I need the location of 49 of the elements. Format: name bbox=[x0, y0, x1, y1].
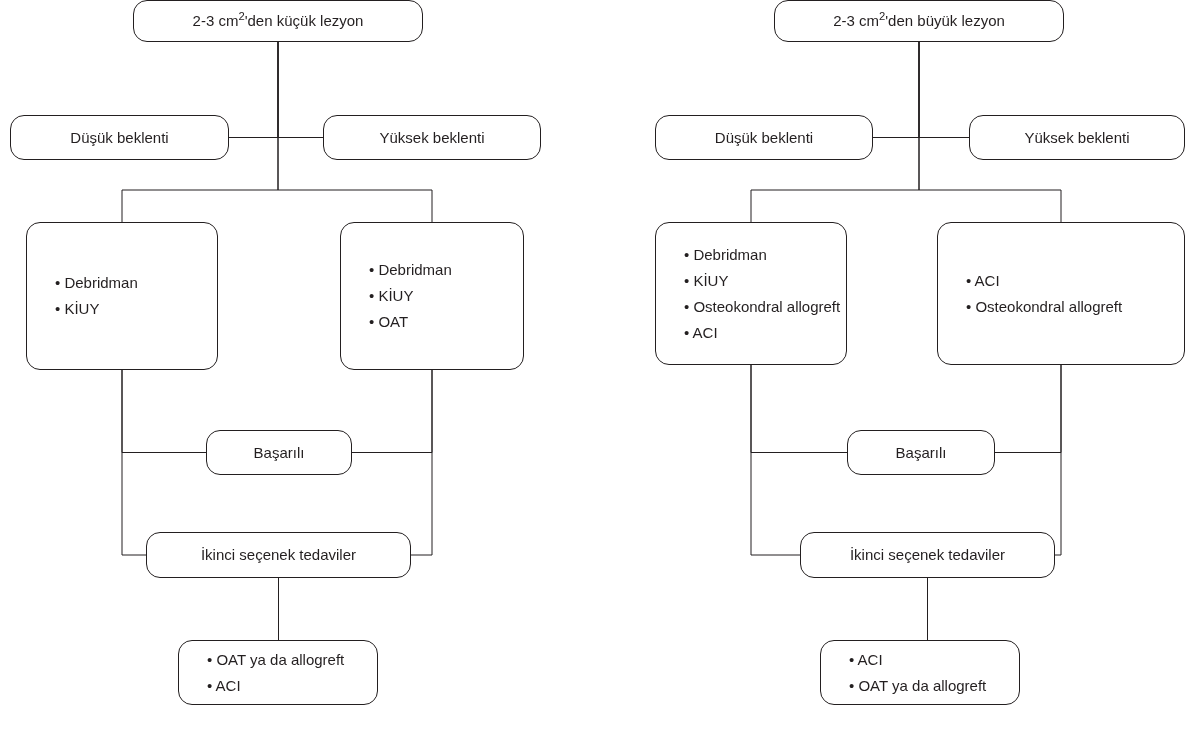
list-item: • KİUY bbox=[684, 270, 729, 291]
process-box bbox=[10, 115, 229, 160]
process-box bbox=[206, 430, 352, 475]
connector-line bbox=[927, 577, 928, 641]
box-label: Başarılı bbox=[895, 442, 947, 463]
process-box bbox=[146, 532, 411, 578]
box-label: Düşük beklenti bbox=[70, 127, 169, 148]
box-label: Yüksek beklenti bbox=[379, 127, 485, 148]
connector-line bbox=[918, 41, 1062, 223]
box-label: İkinci seçenek tedaviler bbox=[200, 545, 357, 565]
process-box bbox=[774, 0, 1064, 42]
list-item: • ACI bbox=[684, 322, 718, 343]
process-box bbox=[847, 430, 995, 475]
list-item: • Debridman bbox=[55, 273, 138, 293]
process-box bbox=[133, 0, 423, 42]
list-item: • Osteokondral allogreft bbox=[966, 296, 1123, 317]
box-label: İkinci seçenek tedaviler bbox=[849, 545, 1006, 565]
list-item: • Osteokondral allogreft bbox=[684, 296, 841, 317]
list-item: • Debridman bbox=[684, 244, 767, 265]
list-item: • ACI bbox=[207, 675, 241, 696]
process-box bbox=[26, 222, 218, 370]
process-box bbox=[800, 532, 1055, 578]
box-label: Düşük beklenti bbox=[714, 127, 814, 148]
process-box bbox=[820, 640, 1020, 705]
list-item: • ACI bbox=[849, 649, 883, 670]
box-label: 2-3 cm$^{2}$'den küçük lezyon bbox=[192, 9, 364, 31]
list-item: • OAT ya da allogreft bbox=[207, 649, 345, 670]
connector-line bbox=[278, 577, 279, 641]
list-item: • ACI bbox=[966, 270, 1000, 291]
connector-line bbox=[410, 369, 433, 556]
connector-line bbox=[1054, 364, 1062, 556]
list-item: • KİUY bbox=[55, 299, 100, 319]
box-label: Başarılı bbox=[253, 442, 305, 463]
process-box bbox=[178, 640, 378, 705]
process-box bbox=[655, 115, 873, 160]
process-box bbox=[340, 222, 524, 370]
box-label: 2-3 cm$^{2}$'den büyük lezyon bbox=[833, 9, 1005, 31]
process-box bbox=[969, 115, 1185, 160]
process-box bbox=[937, 222, 1185, 365]
list-item: • Debridman bbox=[369, 260, 452, 280]
process-box bbox=[655, 222, 847, 365]
box-label: Yüksek beklenti bbox=[1024, 127, 1130, 148]
connector-line bbox=[121, 369, 147, 556]
list-item: • KİUY bbox=[369, 286, 414, 306]
list-item: • OAT ya da allogreft bbox=[849, 675, 987, 696]
connector-line bbox=[750, 364, 801, 556]
connector-line bbox=[277, 41, 433, 223]
list-item: • OAT bbox=[369, 312, 409, 332]
process-box bbox=[323, 115, 541, 160]
